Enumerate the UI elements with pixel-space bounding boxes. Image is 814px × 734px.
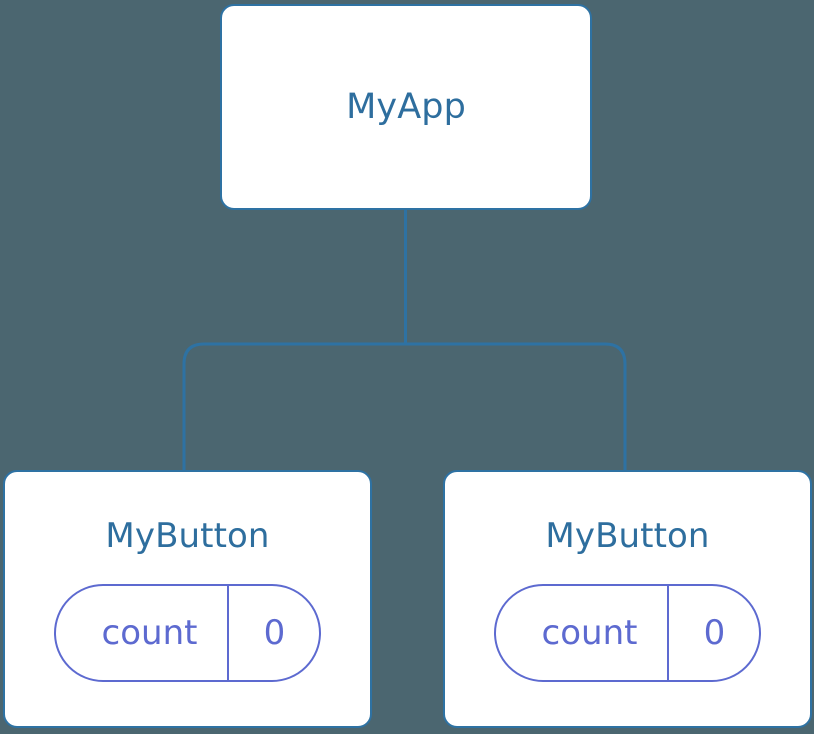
node-title: MyButton (105, 516, 270, 556)
state-pill-divider (667, 586, 670, 680)
state-value: 0 (263, 613, 286, 653)
tree-node-root[interactable]: MyApp (220, 4, 592, 210)
connector-branch-right (405, 342, 627, 472)
state-value: 0 (703, 613, 726, 653)
connector-branch-left (182, 342, 406, 472)
state-pill[interactable]: count 0 (53, 584, 322, 682)
state-pill-divider (227, 586, 230, 680)
tree-node-child-2[interactable]: MyButton count 0 (443, 470, 812, 728)
state-key: count (101, 613, 198, 653)
state-pill[interactable]: count 0 (493, 584, 762, 682)
node-title: MyApp (346, 86, 466, 127)
tree-node-child-1[interactable]: MyButton count 0 (3, 470, 372, 728)
node-title: MyButton (545, 516, 710, 556)
state-key: count (541, 613, 638, 653)
